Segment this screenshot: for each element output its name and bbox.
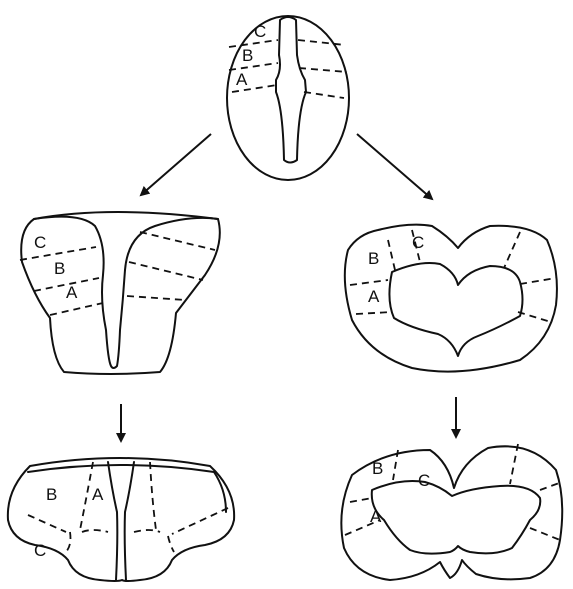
- right-lobe-outline: [125, 218, 218, 270]
- arrow-top-left: [141, 134, 211, 195]
- stage-top-neural-tube: C B A: [227, 16, 349, 180]
- label-a: A: [370, 507, 382, 526]
- label-c: C: [412, 233, 424, 252]
- central-canal: [108, 462, 134, 580]
- stage-middle-right: B C A: [345, 225, 557, 372]
- label-b: B: [54, 259, 65, 278]
- label-b: B: [242, 46, 253, 65]
- label-c: C: [418, 471, 430, 490]
- central-canal: [276, 17, 306, 163]
- label-c: C: [34, 233, 46, 252]
- label-c: C: [254, 22, 266, 41]
- label-a: A: [368, 287, 380, 306]
- inner-cavity: [389, 263, 522, 356]
- inner-cavity: [372, 481, 541, 554]
- stage-bottom-right: B C A: [341, 444, 562, 580]
- label-b: B: [372, 459, 383, 478]
- stage-middle-left: C B A: [20, 212, 220, 374]
- outer-outline: [8, 458, 234, 581]
- outer-outline: [227, 16, 349, 180]
- left-lobe-outline: [34, 217, 125, 368]
- label-c: C: [34, 541, 46, 560]
- label-b: B: [368, 249, 379, 268]
- label-a: A: [236, 70, 248, 89]
- arrow-top-right: [357, 134, 432, 199]
- label-a: A: [66, 283, 78, 302]
- stage-bottom-left: B A C: [8, 458, 234, 581]
- outer-outline: [21, 212, 220, 374]
- label-b: B: [46, 485, 57, 504]
- label-a: A: [92, 485, 104, 504]
